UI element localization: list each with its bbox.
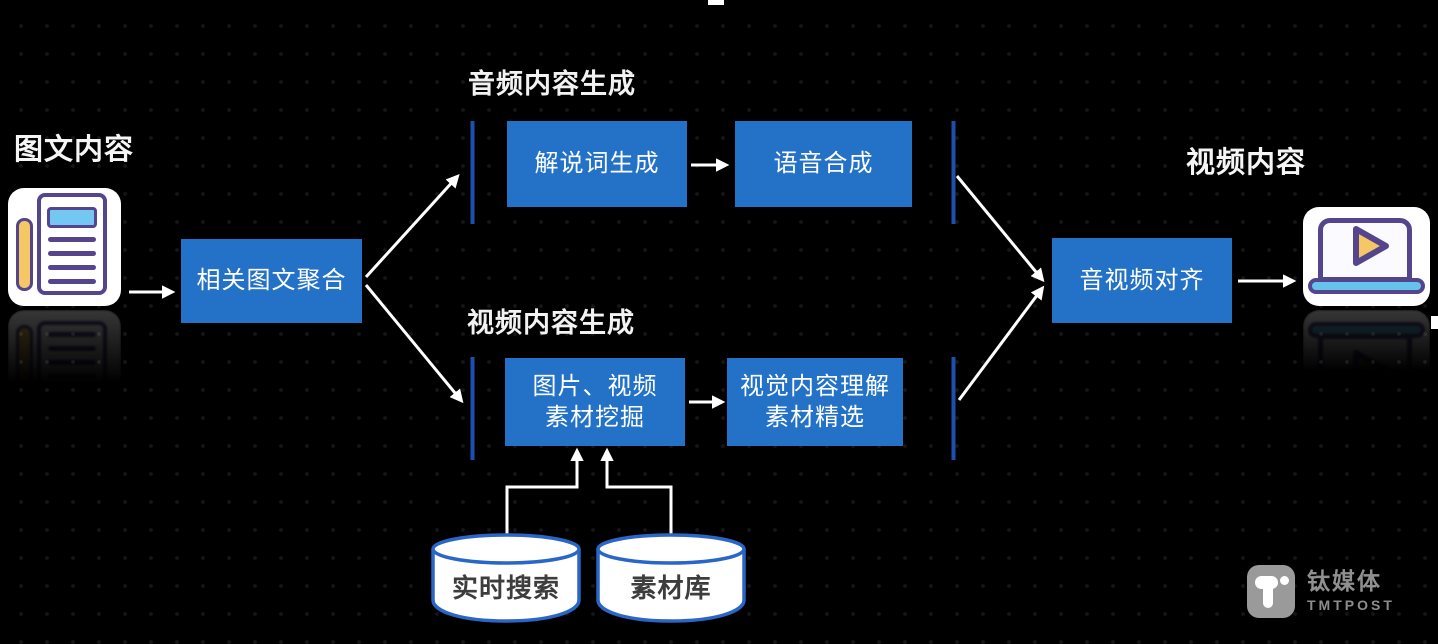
right-edge-notch (1431, 316, 1438, 329)
arrow-video-to-align (957, 285, 1045, 401)
arrow-aggregate-to-audio (364, 174, 460, 279)
node-narration-generation: 解说词生成 (507, 121, 687, 207)
output-content-label: 视频内容 (1186, 147, 1307, 179)
connector-library-to-mining (600, 447, 673, 537)
laptop-play-icon (1303, 207, 1430, 306)
connector-realtime-to-mining (505, 447, 584, 537)
node-av-alignment: 音视频对齐 (1052, 238, 1232, 323)
input-content-label: 图文内容 (14, 134, 135, 166)
video-section-title: 视频内容生成 (467, 308, 635, 338)
tmtpost-watermark: 钛媒体 TMTPOST (1247, 565, 1395, 618)
newspaper-icon-reflection (8, 310, 121, 428)
play-triangle-icon (1353, 226, 1389, 266)
laptop-icon-reflection (1303, 310, 1430, 409)
datastore-material-library-label: 素材库 (630, 573, 712, 603)
node-related-content-aggregation: 相关图文聚合 (181, 239, 362, 323)
brand-name-en: TMTPOST (1307, 596, 1395, 613)
brand-name-cn: 钛媒体 (1307, 568, 1382, 595)
arrow-audio-to-align (955, 175, 1045, 283)
audio-section-title: 音频内容生成 (468, 69, 636, 99)
realtime-search-cylinder-icon (431, 533, 581, 623)
newspaper-icon (8, 188, 121, 306)
newspaper-image-block (47, 207, 97, 228)
newspaper-page (37, 193, 107, 295)
datastore-realtime-search-label: 实时搜索 (451, 573, 560, 603)
node-material-mining: 图片、视频 素材挖掘 (505, 358, 685, 446)
tmtpost-brand-text: 钛媒体 TMTPOST (1307, 569, 1395, 613)
newspaper-fold (16, 218, 33, 291)
material-library-cylinder-icon (596, 533, 746, 623)
arrow-aggregate-to-video (364, 284, 464, 404)
top-edge-notch (708, 0, 724, 5)
laptop-base (1308, 278, 1425, 294)
node-visual-understanding: 视觉内容理解 素材精选 (727, 358, 903, 446)
node-speech-synthesis: 语音合成 (735, 121, 912, 207)
tmtpost-logo-icon (1247, 565, 1295, 618)
